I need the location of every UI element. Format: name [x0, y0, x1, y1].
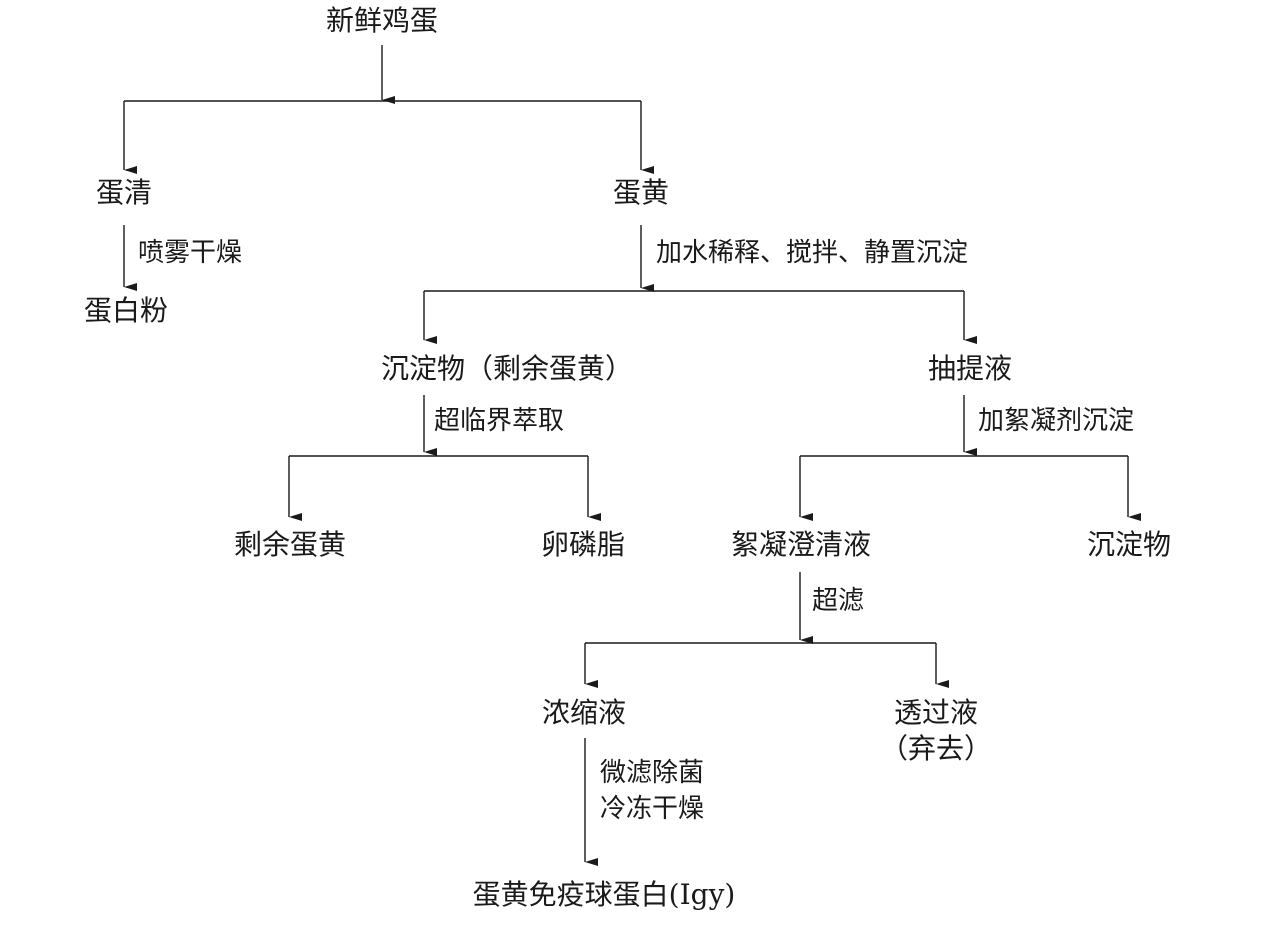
- node-permeate-discard: （弃去）: [879, 732, 993, 765]
- node-sediment-remaining-yolk: 沉淀物（剩余蛋黄）: [380, 352, 634, 385]
- node-fresh-egg: 新鲜鸡蛋: [325, 4, 439, 37]
- node-sediment: 沉淀物: [1086, 528, 1172, 561]
- node-concentrate: 浓缩液: [541, 696, 627, 729]
- node-lecithin: 卵磷脂: [540, 528, 626, 561]
- node-remaining-yolk: 剩余蛋黄: [233, 528, 347, 561]
- step-ultrafiltration: 超滤: [812, 586, 865, 616]
- node-flocculation-clear-liquid: 絮凝澄清液: [730, 528, 872, 561]
- node-egg-white-powder: 蛋白粉: [83, 294, 169, 327]
- node-igy: 蛋黄免疫球蛋白(Igy): [472, 878, 736, 911]
- step-dilute-stir-settle: 加水稀释、搅拌、静置沉淀: [656, 238, 969, 268]
- step-spray-dry: 喷雾干燥: [138, 238, 243, 268]
- node-egg-white: 蛋清: [95, 176, 153, 209]
- node-extract: 抽提液: [927, 352, 1013, 385]
- step-supercritical-extraction: 超临界萃取: [434, 406, 565, 436]
- step-microfiltration: 微滤除菌: [600, 758, 705, 788]
- node-egg-yolk: 蛋黄: [612, 176, 670, 209]
- step-flocculant-settle: 加絮凝剂沉淀: [978, 406, 1135, 436]
- node-permeate: 透过液: [893, 696, 979, 729]
- step-freeze-dry: 冷冻干燥: [600, 794, 705, 824]
